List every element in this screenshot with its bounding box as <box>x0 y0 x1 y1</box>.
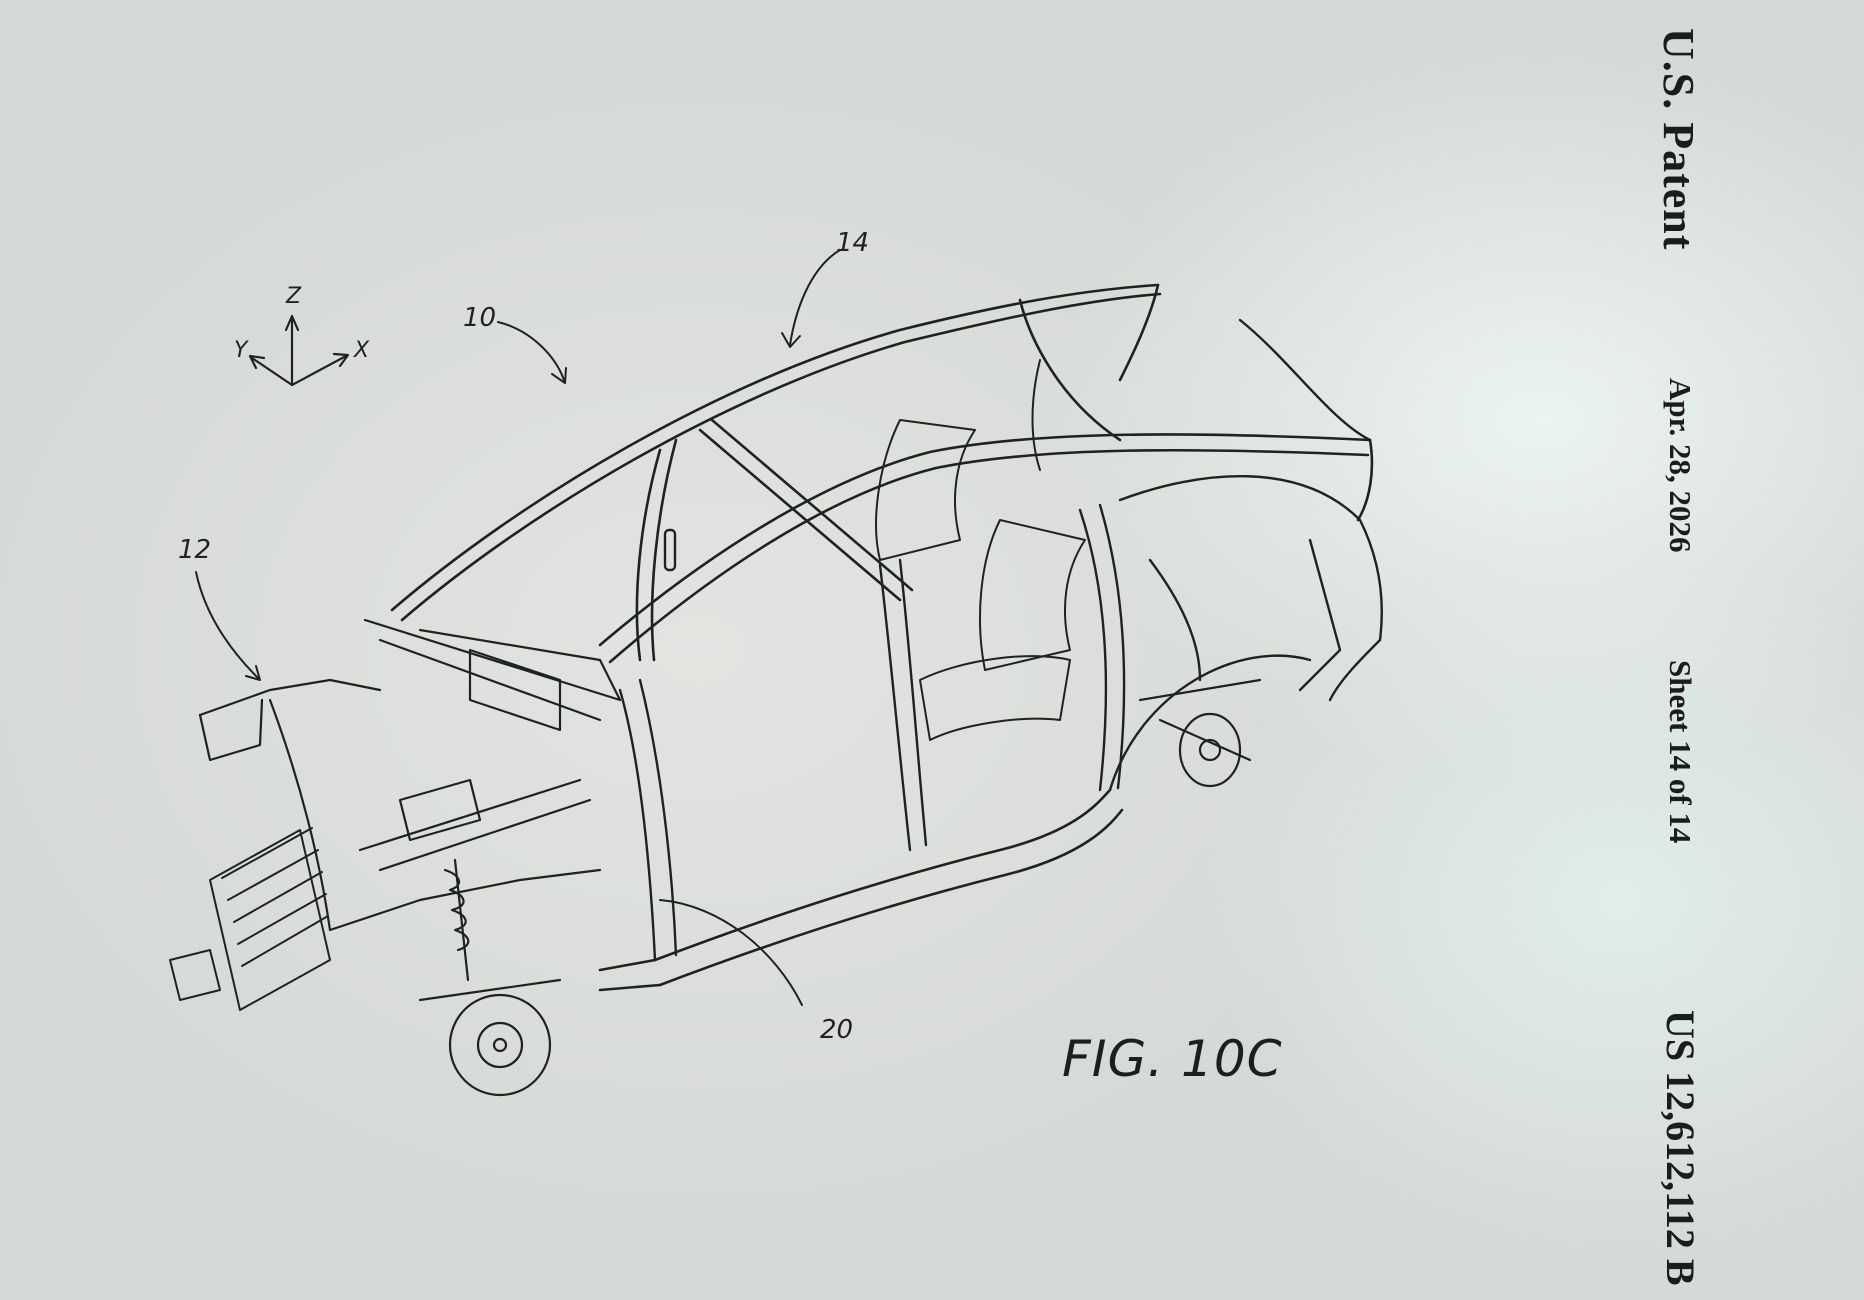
ref-numeral-10: 10 <box>463 303 497 333</box>
axis-label-y: Y <box>234 338 248 363</box>
reference-leaders <box>195 249 841 1006</box>
seats <box>875 359 1086 741</box>
axis-label-x: X <box>354 338 370 363</box>
front-structure <box>198 618 622 932</box>
front-suspension <box>418 858 562 1097</box>
patent-title: U.S. Patent <box>1654 28 1703 251</box>
patent-header: U.S. Patent Apr. 28, 2026 Sheet 14 of 14… <box>1624 0 1714 1300</box>
ref-numeral-12: 12 <box>178 535 212 565</box>
figure-label: FIG. 10C <box>1062 1030 1283 1088</box>
rear-quarter <box>1108 318 1383 792</box>
radiator <box>169 827 331 1011</box>
ref-numeral-20: 20 <box>820 1015 854 1045</box>
roof-structure <box>390 283 1374 664</box>
rear-suspension <box>1138 678 1262 788</box>
axis-label-z: Z <box>286 284 302 309</box>
rocker-sill <box>598 788 1124 992</box>
sheet-number: Sheet 14 of 14 <box>1663 660 1698 844</box>
patent-date: Apr. 28, 2026 <box>1663 378 1698 553</box>
body-pillars <box>618 503 1126 962</box>
patent-number: US 12,612,112 B <box>1658 1010 1703 1286</box>
axis-triad <box>248 314 350 387</box>
ref-numeral-14: 14 <box>836 228 870 258</box>
